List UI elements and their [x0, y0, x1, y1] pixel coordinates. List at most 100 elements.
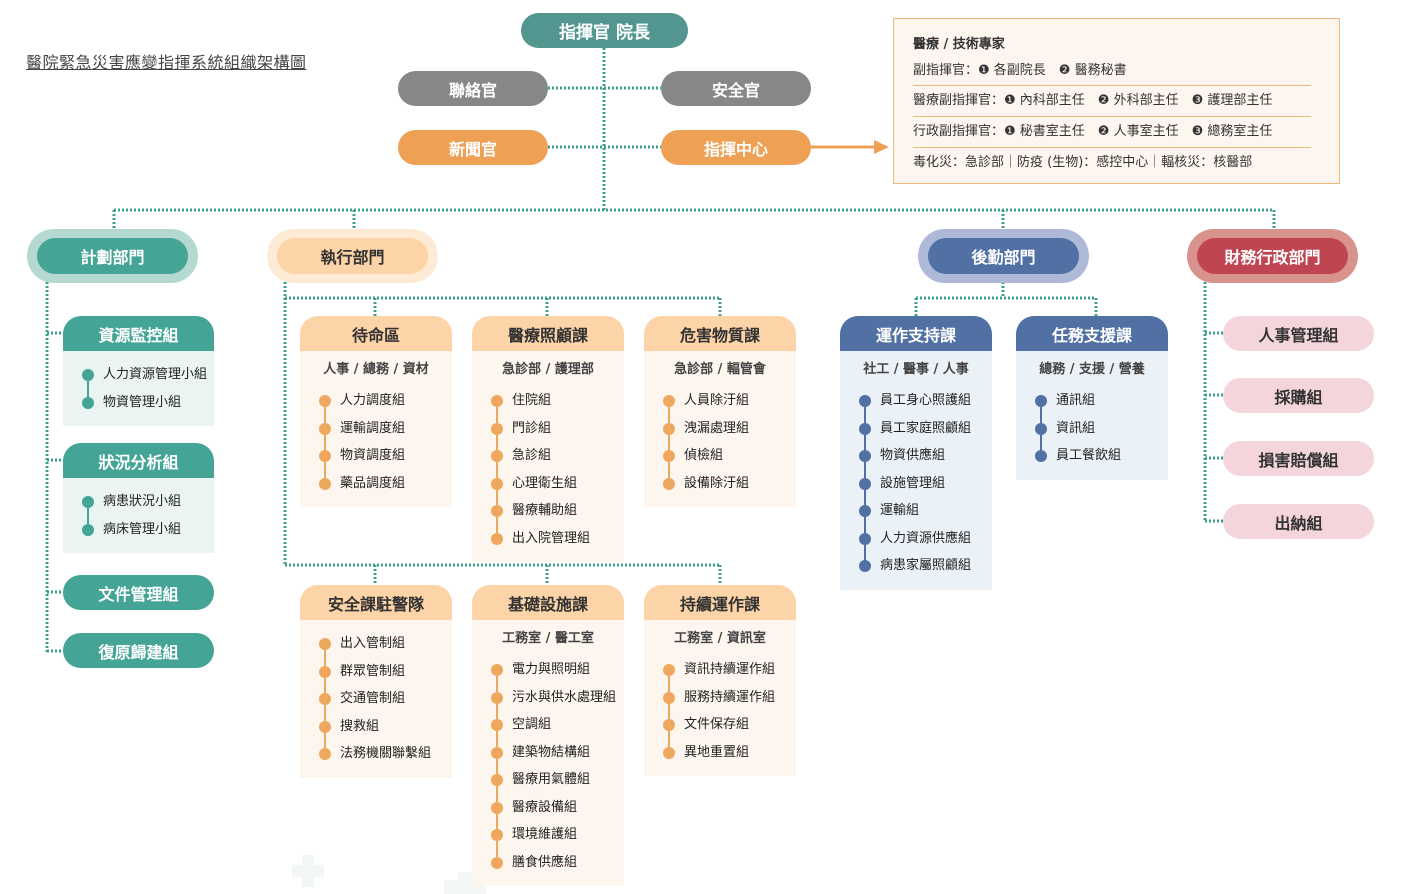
- bullet-dot-icon: [491, 801, 503, 814]
- list-item: 員工餐飲組: [1034, 442, 1168, 470]
- timeline-line: [324, 434, 326, 451]
- item-label: 物資管理小組: [103, 394, 182, 410]
- section-subtitle: 社工 / 醫事 / 人事: [863, 362, 969, 377]
- bullet-dot-icon: [663, 664, 675, 676]
- timeline-line: [496, 841, 498, 857]
- timeline-line: [668, 731, 670, 747]
- timeline-line: [496, 434, 498, 451]
- timeline-line: [87, 381, 89, 397]
- section-subtitle: 工務室 / 資訊室: [674, 631, 766, 646]
- section-header: 運作支持課: [840, 316, 992, 351]
- bullet-dot-icon: [491, 719, 503, 731]
- bullet-dot-icon: [859, 532, 871, 545]
- item-label: 人力資源管理小組: [103, 367, 208, 382]
- command-center-node: 指揮中心: [661, 130, 811, 165]
- section-subtitle: 急診部 / 輻管會: [674, 362, 766, 377]
- section-card: 危害物質課急診部 / 輻管會人員除汙組洩漏處理組偵檢組設備除汙組: [644, 316, 796, 507]
- list-item: 病患狀況小組: [81, 488, 214, 524]
- list-item: 物資調度組: [318, 442, 452, 478]
- section-card: 任務支援課總務 / 支援 / 營養通訊組資訊組員工餐飲組: [1016, 316, 1168, 480]
- bullet-dot-icon: [859, 560, 871, 572]
- section-card: 運作支持課社工 / 醫事 / 人事員工身心照護組員工家庭照顧組物資供應組設施管理…: [840, 316, 992, 590]
- list-item: 通訊組: [1034, 387, 1168, 423]
- list-item: 人力資源管理小組: [81, 361, 214, 397]
- list-item: 服務持續運作組: [662, 684, 796, 720]
- list-item: 電力與照明組: [490, 656, 624, 692]
- bullet-dot-icon: [82, 523, 94, 536]
- item-label: 資訊持續運作組: [684, 662, 776, 677]
- list-item: 交通管制組: [318, 685, 452, 721]
- section-body: 總務 / 支援 / 營養通訊組資訊組員工餐飲組: [1016, 351, 1168, 480]
- timeline-line: [324, 677, 326, 694]
- timeline-line: [1040, 434, 1042, 451]
- bullet-dot-icon: [1035, 450, 1047, 462]
- commander-node: 指揮官 院長: [521, 13, 688, 48]
- item-label: 員工家庭照顧組: [880, 420, 972, 436]
- bullet-dot-icon: [82, 369, 94, 381]
- finance-group-node: 採購組: [1223, 378, 1374, 413]
- bullet-dot-icon: [491, 395, 503, 407]
- item-label: 環境維護組: [512, 827, 578, 842]
- section-header: 醫療照顧課: [472, 316, 624, 351]
- item-label: 法務機關聯繫組: [340, 746, 432, 761]
- section-header: 危害物質課: [644, 316, 796, 351]
- bullet-dot-icon: [82, 396, 94, 409]
- list-item: 物資管理小組: [81, 389, 214, 417]
- timeline-line: [324, 407, 326, 423]
- timeline-line: [864, 462, 866, 478]
- list-item: 病患家屬照顧組: [858, 552, 992, 580]
- list-item: 偵檢組: [662, 442, 796, 478]
- item-label: 運輸調度組: [340, 420, 406, 436]
- info-heading: 醫療 / 技術專家: [913, 37, 1005, 52]
- item-label: 人力調度組: [340, 393, 406, 408]
- section-body: 工務室 / 資訊室資訊持續運作組服務持續運作組文件保存組異地重置組: [644, 620, 796, 776]
- item-label: 員工身心照護組: [880, 393, 972, 408]
- item-label: 搜救組: [340, 718, 380, 734]
- section-body: 人力資源管理小組物資管理小組: [63, 351, 214, 426]
- timeline-line: [864, 517, 866, 533]
- bullet-dot-icon: [491, 505, 503, 517]
- timeline-line: [668, 703, 670, 720]
- list-item: 住院組: [490, 387, 624, 423]
- timeline-line: [496, 462, 498, 478]
- list-item: 出入院管理組: [490, 525, 624, 553]
- section-body: 急診部 / 護理部住院組門診組急診組心理衛生組醫療輔助組出入院管理組: [472, 351, 624, 562]
- item-label: 出入院管理組: [512, 530, 591, 546]
- section-header: 安全課駐警隊: [300, 585, 452, 620]
- list-item: 資訊組: [1034, 415, 1168, 451]
- item-label: 交通管制組: [340, 691, 406, 706]
- item-label: 電力與照明組: [512, 662, 591, 677]
- finance-group-node: 人事管理組: [1223, 316, 1374, 351]
- section-card: 持續運作課工務室 / 資訊室資訊持續運作組服務持續運作組文件保存組異地重置組: [644, 585, 796, 776]
- list-item: 心理衛生組: [490, 470, 624, 506]
- timeline-line: [496, 676, 498, 692]
- bullet-dot-icon: [859, 450, 871, 462]
- timeline-line: [496, 813, 498, 830]
- item-label: 偵檢組: [684, 448, 724, 463]
- section-body: 工務室 / 醫工室電力與照明組污水與供水處理組空調組建築物結構組醫療用氣體組醫療…: [472, 620, 624, 886]
- timeline-line: [1040, 407, 1042, 423]
- section-body: 急診部 / 輻管會人員除汙組洩漏處理組偵檢組設備除汙組: [644, 351, 796, 507]
- item-label: 設施管理組: [880, 475, 946, 491]
- timeline-line: [496, 407, 498, 423]
- section-card: 資源監控組人力資源管理小組物資管理小組: [63, 316, 214, 426]
- bullet-dot-icon: [859, 395, 871, 407]
- bullet-dot-icon: [663, 746, 675, 759]
- bullet-dot-icon: [491, 477, 503, 490]
- bullet-dot-icon: [663, 450, 675, 462]
- bullet-dot-icon: [319, 720, 331, 733]
- bullet-dot-icon: [491, 856, 503, 869]
- section-header: 狀況分析組: [63, 443, 214, 478]
- item-label: 病患狀況小組: [103, 494, 182, 509]
- section-card: 狀況分析組病患狀況小組病床管理小組: [63, 443, 214, 553]
- list-item: 建築物結構組: [490, 739, 624, 775]
- finance-group-node: 損害賠償組: [1223, 441, 1374, 476]
- section-body: 人事 / 總務 / 資材人力調度組運輸調度組物資調度組藥品調度組: [300, 351, 452, 507]
- item-label: 醫療設備組: [512, 799, 578, 815]
- item-label: 物資調度組: [340, 448, 406, 463]
- info-row: 副指揮官：❶ 各副院長 ❷ 醫務秘書: [913, 63, 1127, 78]
- list-item: 門診組: [490, 415, 624, 451]
- list-item: 膳食供應組: [490, 849, 624, 877]
- item-label: 空調組: [512, 717, 552, 732]
- list-item: 設備除汙組: [662, 470, 796, 498]
